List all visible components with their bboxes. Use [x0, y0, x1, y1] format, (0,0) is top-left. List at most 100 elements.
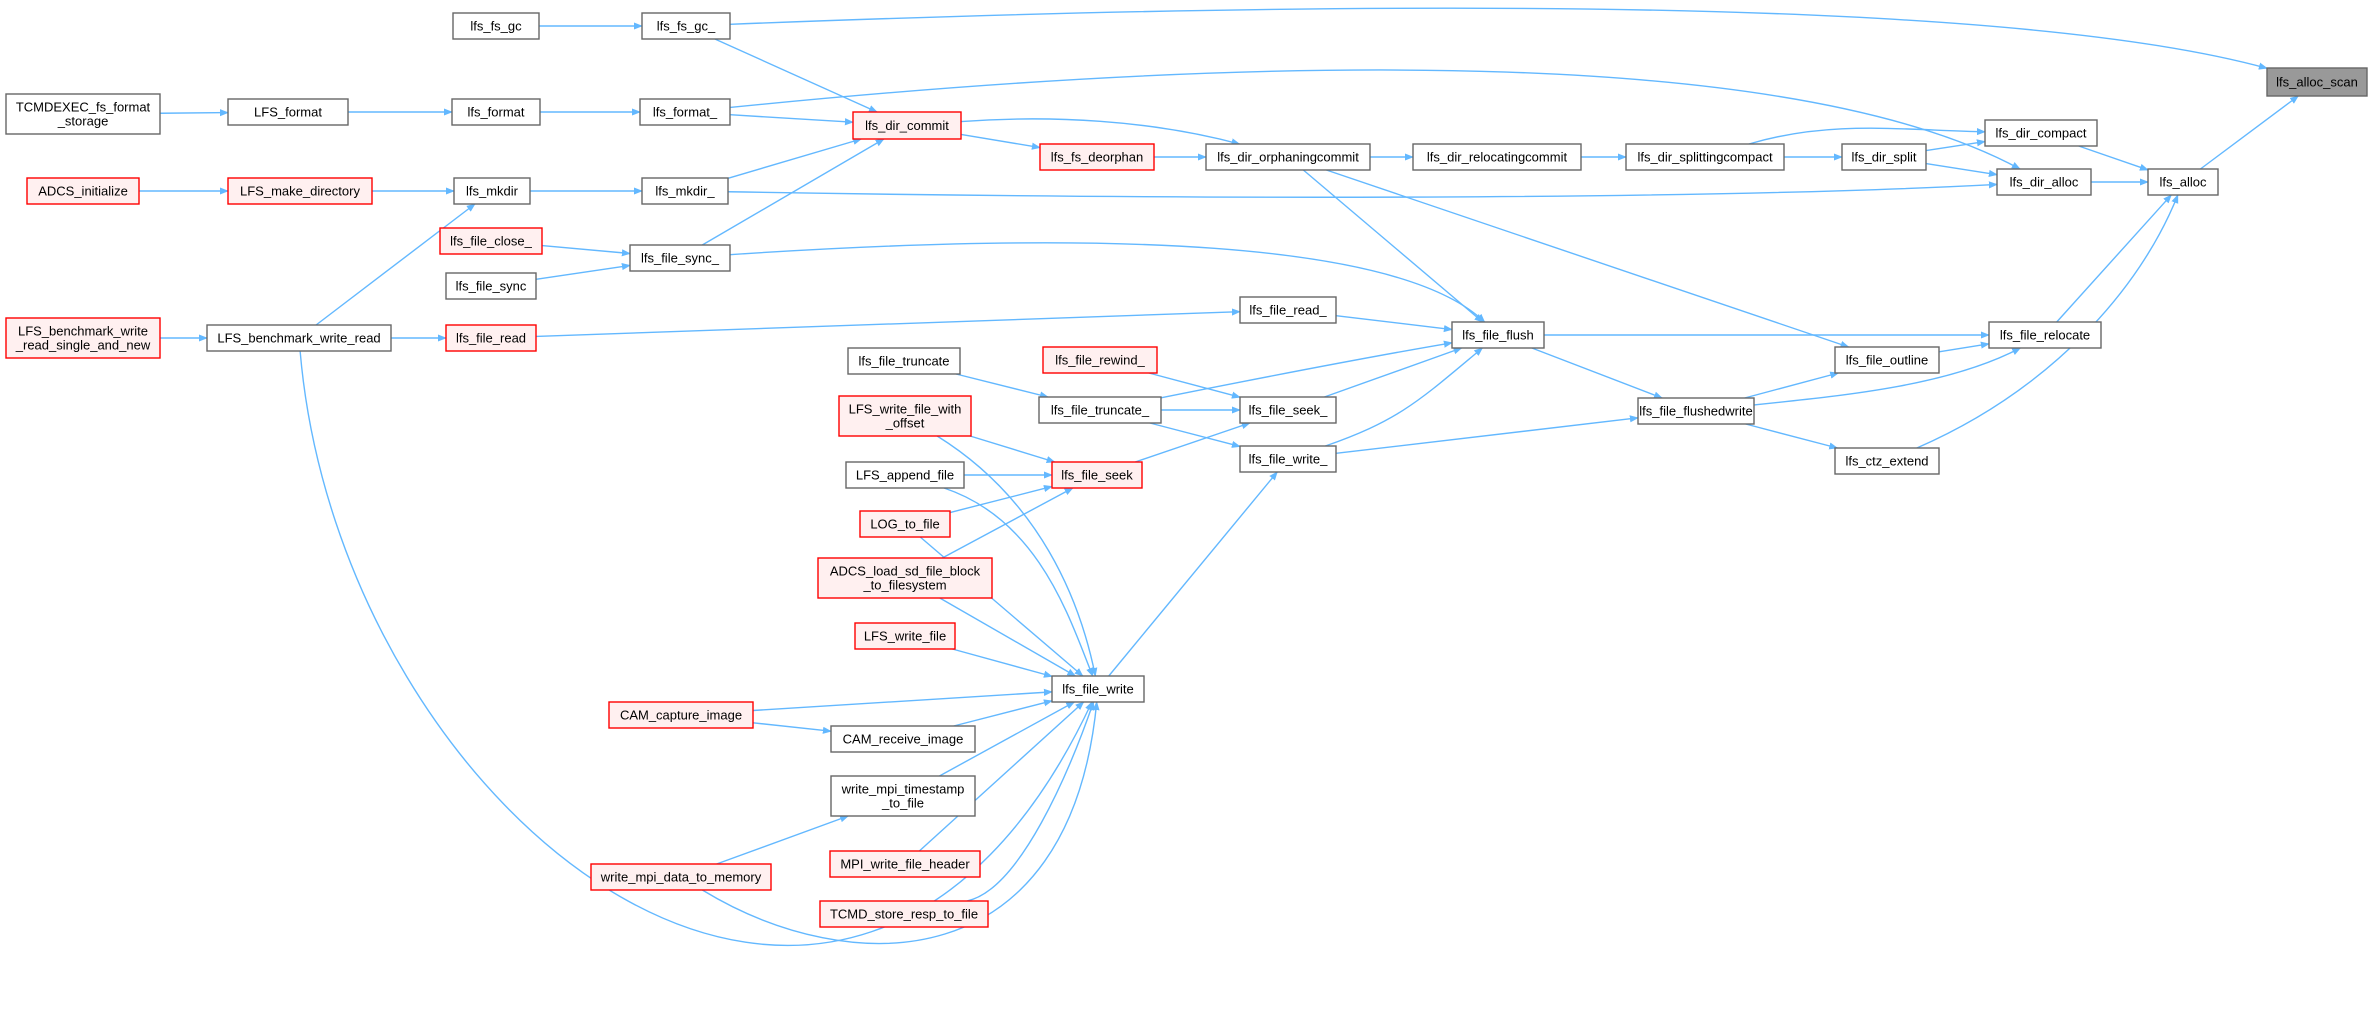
- node-file-write[interactable]: lfs_file_write: [1051, 675, 1145, 703]
- node-ctz-extend[interactable]: lfs_ctz_extend: [1834, 447, 1940, 475]
- node-file-trunc[interactable]: lfs_file_truncate: [847, 347, 961, 375]
- node-box: [838, 395, 972, 437]
- node-mpi-header[interactable]: MPI_write_file_header: [829, 850, 981, 878]
- edge-alloc-to-alloc_scan: [2200, 95, 2299, 170]
- node-label: lfs_file_seek: [1061, 468, 1133, 483]
- node-file-sync[interactable]: lfs_file_sync: [445, 272, 537, 300]
- node-box: [1637, 397, 1755, 425]
- node-dir-reloc[interactable]: lfs_dir_relocatingcommit: [1412, 143, 1582, 171]
- node-label: lfs_format: [467, 105, 524, 120]
- node-dir-orphan[interactable]: lfs_dir_orphaningcommit: [1205, 143, 1371, 171]
- node-cam-capture[interactable]: CAM_capture_image: [608, 701, 754, 729]
- node-file-read[interactable]: lfs_file_read: [445, 324, 537, 352]
- node-file-close-[interactable]: lfs_file_close_: [439, 227, 543, 255]
- edge-mpi_data-to-mpi_ts: [716, 815, 850, 865]
- node-label: lfs_file_outline: [1846, 353, 1928, 368]
- node-label: LFS_make_directory: [240, 184, 360, 199]
- node-adcs-load[interactable]: ADCS_load_sd_file_block_to_filesystem: [817, 557, 993, 599]
- node-box: [445, 324, 537, 352]
- node-fs-gc-[interactable]: lfs_fs_gc_: [641, 12, 731, 40]
- node-label: lfs_dir_relocatingcommit: [1427, 150, 1568, 165]
- node-box: [819, 900, 989, 928]
- edge-file_flushw-to-file_outline: [1744, 371, 1840, 399]
- node-dir-commit[interactable]: lfs_dir_commit: [852, 111, 962, 140]
- node-box: [5, 317, 161, 359]
- node-label: LFS_write_file_with: [849, 402, 962, 417]
- node-box: [845, 461, 965, 489]
- node-fs-gc[interactable]: lfs_fs_gc: [452, 12, 540, 40]
- node-mpi-ts[interactable]: write_mpi_timestamp_to_file: [830, 775, 976, 817]
- node-tcmd-store[interactable]: TCMD_store_resp_to_file: [819, 900, 989, 928]
- node-label: CAM_receive_image: [843, 732, 964, 747]
- node-lfs-format-[interactable]: lfs_format_: [639, 98, 731, 126]
- node-label: lfs_file_seek_: [1249, 403, 1329, 418]
- node-box: [859, 510, 951, 538]
- node-box: [830, 725, 976, 753]
- node-alloc-scan[interactable]: lfs_alloc_scan: [2266, 67, 2368, 97]
- node-tcmdexec[interactable]: TCMDEXEC_fs_format_storage: [5, 93, 161, 135]
- node-write-file[interactable]: LFS_write_file: [854, 622, 956, 650]
- node-box: [1834, 346, 1940, 374]
- node-lfs-format[interactable]: lfs_format: [451, 98, 541, 126]
- node-label: MPI_write_file_header: [840, 857, 970, 872]
- node-label: lfs_fs_deorphan: [1051, 150, 1144, 165]
- node-box: [1039, 143, 1155, 171]
- node-file-read-[interactable]: lfs_file_read_: [1239, 296, 1337, 324]
- node-file-write-[interactable]: lfs_file_write_: [1239, 445, 1337, 473]
- edge-file_seek_-to-file_flush: [1324, 347, 1463, 398]
- edge-lfs_format_-to-dir_alloc: [729, 69, 2021, 170]
- node-dir-alloc[interactable]: lfs_dir_alloc: [1996, 168, 2092, 196]
- node-label: LOG_to_file: [870, 517, 939, 532]
- node-label: _to_file: [881, 796, 924, 811]
- node-box: [852, 111, 962, 140]
- node-box: [2147, 168, 2219, 196]
- node-file-seek[interactable]: lfs_file_seek: [1051, 461, 1143, 489]
- node-LFS-mkdir[interactable]: LFS_make_directory: [227, 177, 373, 205]
- node-write-offset[interactable]: LFS_write_file_with_offset: [838, 395, 972, 437]
- node-file-relocate[interactable]: lfs_file_relocate: [1988, 321, 2102, 349]
- node-mpi-data[interactable]: write_mpi_data_to_memory: [590, 863, 772, 891]
- node-lfs-mkdir[interactable]: lfs_mkdir: [453, 177, 531, 205]
- node-file-outline[interactable]: lfs_file_outline: [1834, 346, 1940, 374]
- node-lfs-mkdir-[interactable]: lfs_mkdir_: [641, 177, 729, 205]
- node-alloc[interactable]: lfs_alloc: [2147, 168, 2219, 196]
- node-label: lfs_format_: [653, 105, 718, 120]
- node-label: lfs_mkdir_: [655, 184, 715, 199]
- node-label: TCMD_store_resp_to_file: [830, 907, 978, 922]
- node-file-trunc-[interactable]: lfs_file_truncate_: [1038, 396, 1162, 424]
- node-file-flushw[interactable]: lfs_file_flushedwrite: [1637, 397, 1755, 425]
- node-label: ADCS_initialize: [38, 184, 128, 199]
- node-label: lfs_file_flushedwrite: [1639, 404, 1752, 419]
- edge-file_write-to-file_write_: [1108, 471, 1278, 677]
- node-label: lfs_dir_alloc: [2010, 175, 2079, 190]
- node-label: write_mpi_data_to_memory: [600, 870, 762, 885]
- node-fs-deorphan[interactable]: lfs_fs_deorphan: [1039, 143, 1155, 171]
- node-box: [26, 177, 140, 205]
- node-label: lfs_file_truncate: [858, 354, 949, 369]
- edge-dir_orphan-to-file_outline: [1326, 169, 1850, 348]
- node-dir-compact[interactable]: lfs_dir_compact: [1984, 119, 2098, 147]
- node-box: [1412, 143, 1582, 171]
- node-label: lfs_fs_gc: [470, 19, 522, 34]
- node-cam-receive[interactable]: CAM_receive_image: [830, 725, 976, 753]
- edge-dir_split-to-dir_alloc: [1925, 162, 1998, 177]
- node-box: [608, 701, 754, 729]
- node-file-seek-[interactable]: lfs_file_seek_: [1239, 396, 1337, 424]
- node-file-rewind-[interactable]: lfs_file_rewind_: [1042, 346, 1158, 374]
- node-file-flush[interactable]: lfs_file_flush: [1451, 321, 1545, 349]
- node-dir-splitc[interactable]: lfs_dir_splittingcompact: [1625, 143, 1785, 171]
- node-file-sync-[interactable]: lfs_file_sync_: [629, 244, 731, 272]
- node-append-file[interactable]: LFS_append_file: [845, 461, 965, 489]
- node-bench-single[interactable]: LFS_benchmark_write_read_single_and_new: [5, 317, 161, 359]
- node-label: ADCS_load_sd_file_block: [830, 564, 981, 579]
- node-label: lfs_dir_splittingcompact: [1637, 150, 1773, 165]
- node-dir-split[interactable]: lfs_dir_split: [1841, 143, 1927, 171]
- edge-cam_capture-to-cam_receive: [752, 722, 832, 734]
- edge-file_seek-to-file_seek_: [1134, 422, 1251, 463]
- node-log-to-file[interactable]: LOG_to_file: [859, 510, 951, 538]
- edge-bench_wr-to-lfs_mkdir: [315, 203, 476, 326]
- edge-file_trunc_-to-file_flush: [1160, 340, 1453, 399]
- node-bench-wr[interactable]: LFS_benchmark_write_read: [206, 324, 392, 352]
- node-LFS-format[interactable]: LFS_format: [227, 98, 349, 126]
- node-adcs-init[interactable]: ADCS_initialize: [26, 177, 140, 205]
